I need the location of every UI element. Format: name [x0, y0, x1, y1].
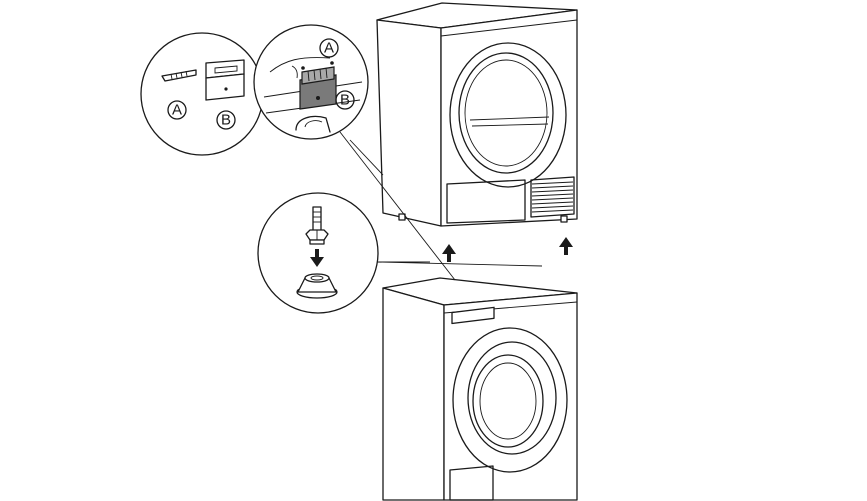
washer-detergent-drawer [451, 306, 495, 325]
up-arrow-icon [559, 237, 573, 255]
foot-detail-circle [257, 192, 379, 314]
part-a-label: A [172, 102, 182, 119]
part-a-marker [167, 100, 187, 120]
washing-machine [382, 277, 578, 501]
guide-lines [339, 131, 543, 281]
installed-detail-circle: A B [253, 24, 369, 140]
installed-bracket [299, 61, 337, 110]
dryer [376, 2, 578, 227]
part-b-label: B [221, 112, 231, 129]
up-arrow-icon [442, 244, 456, 262]
washer-filter-hatch [449, 465, 494, 501]
down-arrow-icon [310, 249, 324, 267]
adjustable-foot [305, 206, 329, 245]
installed-part-b-marker [335, 90, 355, 110]
installed-part-a-label: A [324, 40, 334, 57]
washer-door [452, 327, 568, 473]
rubber-foot-cup [296, 273, 338, 299]
installed-part-a-marker [319, 38, 339, 58]
part-b-marker [216, 110, 236, 130]
part-a-strip [161, 69, 197, 82]
dryer-door [449, 42, 567, 188]
dryer-vent-grille [530, 176, 575, 218]
part-b-bracket [205, 59, 245, 101]
parts-detail-circle: A B [140, 32, 264, 156]
dryer-filter-hatch [446, 179, 526, 224]
installed-part-b-label: B [340, 92, 350, 109]
